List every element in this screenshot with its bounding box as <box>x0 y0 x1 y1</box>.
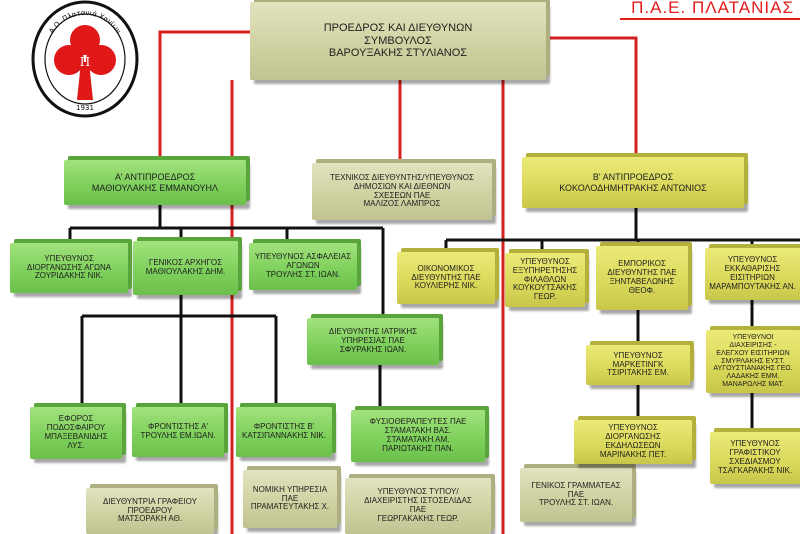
caretaker-b-box: ΦΡΟΝΤΙΣΤΗΣ Β' ΚΑΤΣΙΠΑΝΝΑΚΗΣ ΝΙΚ. <box>236 407 332 457</box>
commercial-box: ΕΜΠΟΡΙΚΟΣ ΔΙΕΥΘΥΝΤΗΣ ΠΑΕ ΞΗΝΤΑΒΕΛΩΝΗΣ ΘΕ… <box>596 246 688 310</box>
legal-box: ΝΟΜΙΚΗ ΥΠΗΡΕΣΙΑ ΠΑΕ ΠΡΑΜΑΤΕΥΤΑΚΗΣ Χ. <box>243 470 337 528</box>
match-security-box: ΥΠΕΥΘΥΝΟΣ ΑΣΦΑΛΕΙΑΣ ΑΓΩΝΩΝ ΤΡΟΥΛΗΣ ΣΤ. Ι… <box>249 243 357 290</box>
svg-text:Π: Π <box>80 55 90 69</box>
fan-service-box: ΥΠΕΥΘΥΝΟΣ ΕΞΥΠΗΡΕΤΗΣΗΣ ΦΙΛΑΘΛΩΝ ΚΟΥΚΟΥΤΣ… <box>505 253 585 307</box>
connector-vp-b-branch <box>444 208 800 253</box>
president-box: ΠΡΟΕΔΡΟΣ ΚΑΙ ΔΙΕΥΘΥΝΩΝ ΣΥΜΒΟΥΛΟΣ ΒΑΡΟΥΞΑ… <box>250 2 546 80</box>
medical-director-box: ΔΙΕΥΘΥΝΤΗΣ ΙΑΤΡΙΚΗΣ ΥΠΗΡΕΣΙΑΣ ΠΑΕ ΣΦΥΡΑΚ… <box>307 318 439 365</box>
finance-box: ΟΙΚΟΝΟΜΙΚΟΣ ΔΙΕΥΘΥΝΤΗΣ ΠΑΕ ΚΟΥΛΙΕΡΗΣ ΝΙΚ… <box>397 252 495 304</box>
club-logo: Π 1931 Α.Ο. Πλατανιά Χανίων <box>31 0 139 118</box>
connector-president-vp-a <box>158 30 250 158</box>
vp-b-box: Β' ΑΝΤΙΠΡΟΕΔΡΟΣ ΚΟΚΟΛΟΔΗΜΗΤΡΑΚΗΣ ΑΝΤΩΝΙΟ… <box>522 157 744 208</box>
press-box: ΥΠΕΥΘΥΝΟΣ ΤΥΠΟΥ/ ΔΙΑΧΕΙΡΙΣΤΗΣ ΙΣΤΟΣΕΛΙΔΑ… <box>345 478 491 534</box>
general-secretary-box: ΓΕΝΙΚΟΣ ΓΡΑΜΜΑΤΕΑΣ ΠΑΕ ΤΡΟΥΛΗΣ ΣΤ. ΙΩΑΝ. <box>520 468 632 522</box>
marketing-box: ΥΠΕΥΘΥΝΟΣ ΜΑΡΚΕΤΙΝΓΚ ΤΣΙΡΙΤΑΚΗΣ ΕΜ. <box>586 345 690 385</box>
football-ephor-box: ΕΦΟΡΟΣ ΠΟΔΟΣΦΑΙΡΟΥ ΜΠΑΞΕΒΑΝΙΔΗΣ ΛΥΣ. <box>30 407 122 459</box>
red-connectors <box>158 30 638 534</box>
black-connectors <box>68 205 800 432</box>
connector-vp-a-branch <box>68 205 385 329</box>
connector-president-vp-b <box>546 36 638 157</box>
club-name-underline <box>620 18 800 20</box>
match-org-box: ΥΠΕΥΘΥΝΟΣ ΔΙΟΡΓΑΝΩΣΗΣ ΑΓΩΝΑ ΖΟΥΡΙΔΑΚΗΣ Ν… <box>10 243 128 293</box>
technical-director-box: ΤΕΧΝΙΚΟΣ ΔΙΕΥΘΥΝΤΗΣ/ΥΠΕΥΘΥΝΟΣ ΔΗΜΟΣΙΩΝ Κ… <box>312 163 492 220</box>
ticket-clearing-box: ΥΠΕΥΘΥΝΟΣ ΕΚΚΑΘΑΡΙΣΗΣ ΕΙΣΙΤΗΡΙΩΝ ΜΑΡΑΜΠΟ… <box>705 248 800 300</box>
ticket-control-box: ΥΠΕΥΘΥΝΟΙ ΔΙΑΧΕΙΡΙΣΗΣ - ΕΛΕΓΧΟΥ ΕΙΣΙΤΗΡΙ… <box>706 330 800 393</box>
connector-captain-branch <box>80 295 278 407</box>
office-director-box: ΔΙΕΥΘΥΝΤΡΙΑ ΓΡΑΦΕΙΟΥ ΠΡΟΕΔΡΟΥ ΜΑΤΣΟΡΑΚΗ … <box>86 488 214 534</box>
physio-box: ΦΥΣΙΟΘΕΡΑΠΕΥΤΕΣ ΠΑΕ ΣΤΑΜΑΤΑΚΗ ΒΑΣ. ΣΤΑΜΑ… <box>351 410 485 462</box>
vp-a-box: Α' ΑΝΤΙΠΡΟΕΔΡΟΣ ΜΑΘΙΟΥΛΑΚΗΣ ΕΜΜΑΝΟΥΗΛ <box>64 160 246 205</box>
general-captain-box: ΓΕΝΙΚΟΣ ΑΡΧΗΓΟΣ ΜΑΘΙΟΥΛΑΚΗΣ ΔΗΜ. <box>133 241 238 295</box>
clover-icon <box>54 25 116 100</box>
events-org-box: ΥΠΕΥΘΥΝΟΣ ΔΙΟΡΓΑΝΩΣΗΣ ΕΚΔΗΛΩΣΕΩΝ ΜΑΡΙΝΑΚ… <box>574 420 692 464</box>
caretaker-a-box: ΦΡΟΝΤΙΣΤΗΣ Α' ΤΡΟΥΛΗΣ ΕΜ.ΙΩΑΝ. <box>132 407 224 457</box>
graphic-design-box: ΥΠΕΥΘΥΝΟΣ ΓΡΑΦΙΣΤΙΚΟΥ ΣΧΕΔΙΑΣΜΟΥ ΤΣΑΓΚΑΡ… <box>710 432 800 484</box>
logo-year: 1931 <box>76 104 94 112</box>
club-name: Π.Α.Ε. ΠΛΑΤΑΝΙΑΣ <box>631 0 794 17</box>
